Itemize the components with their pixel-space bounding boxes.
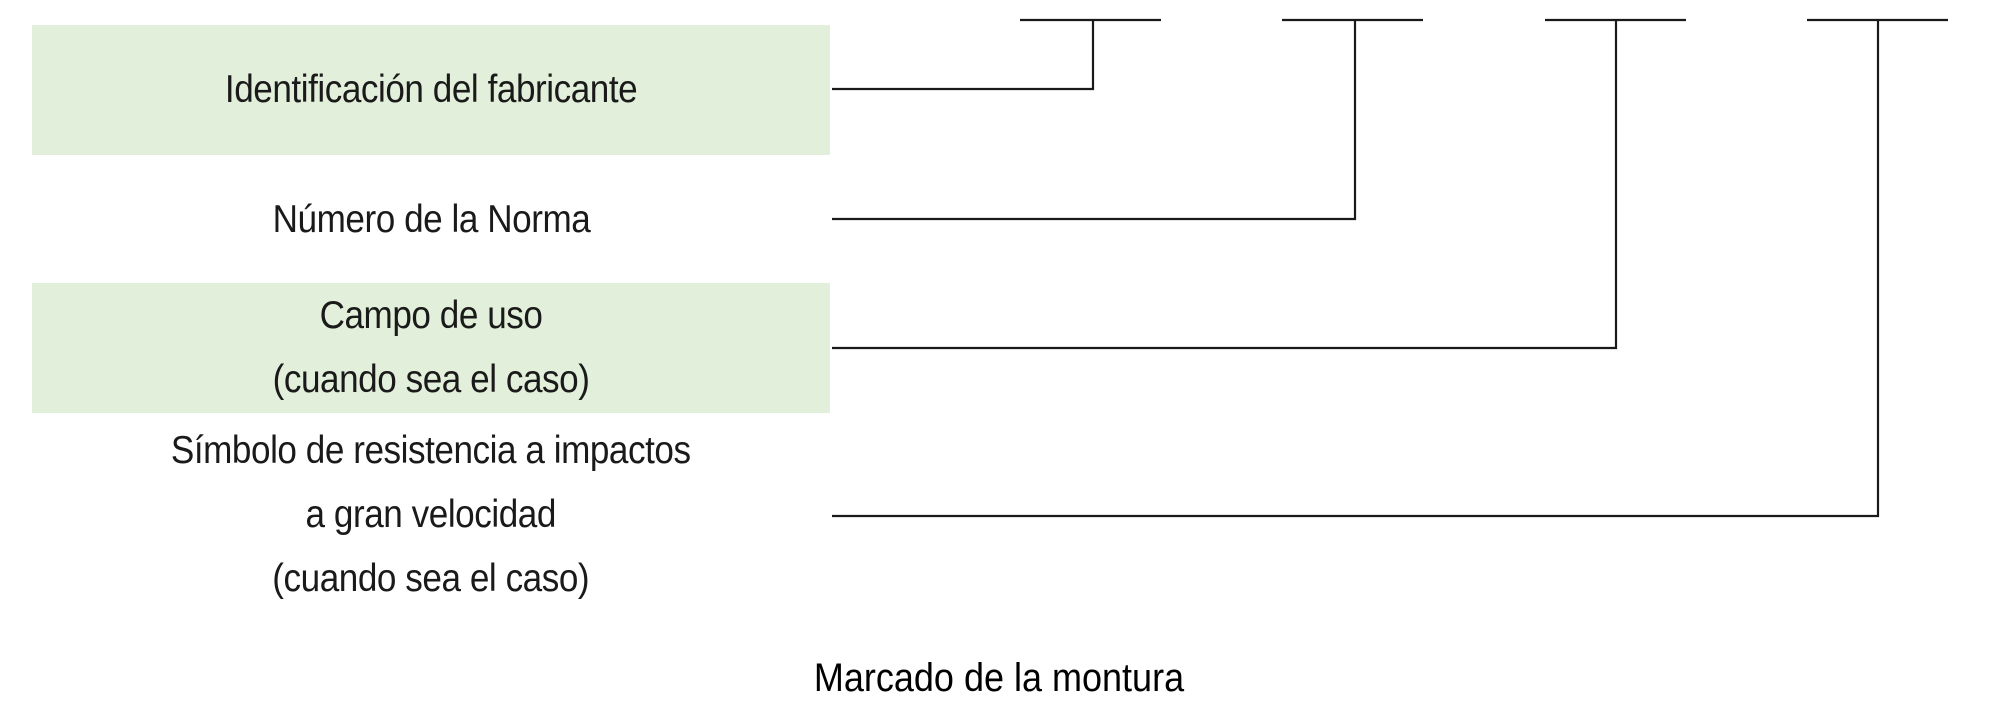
label-text: Símbolo de resistencia a impactos a gran… [171, 419, 691, 611]
label-text: Número de la Norma [272, 188, 590, 252]
label-impact-resistance-symbol: Símbolo de resistencia a impactos a gran… [32, 418, 830, 612]
label-line: Símbolo de resistencia a impactos [171, 429, 691, 472]
label-line: (cuando sea el caso) [272, 358, 590, 401]
label-line: Identificación del fabricante [224, 68, 638, 111]
label-field-of-use: Campo de uso (cuando sea el caso) [32, 283, 830, 413]
label-standard-number: Número de la Norma [32, 155, 830, 285]
leader-line-3 [832, 20, 1618, 350]
label-manufacturer-id: Identificación del fabricante [32, 25, 830, 155]
label-line: (cuando sea el caso) [272, 557, 590, 600]
label-text: Campo de uso (cuando sea el caso) [273, 284, 590, 412]
figure-caption: Marcado de la montura [813, 656, 1185, 700]
label-line: a gran velocidad [305, 493, 557, 536]
label-line: Número de la Norma [272, 198, 590, 241]
leader-line-4 [832, 20, 1880, 518]
leader-line-1 [832, 20, 1095, 91]
leader-line-2 [832, 20, 1357, 221]
label-text: Identificación del fabricante [224, 58, 638, 122]
label-line: Campo de uso [319, 294, 543, 337]
